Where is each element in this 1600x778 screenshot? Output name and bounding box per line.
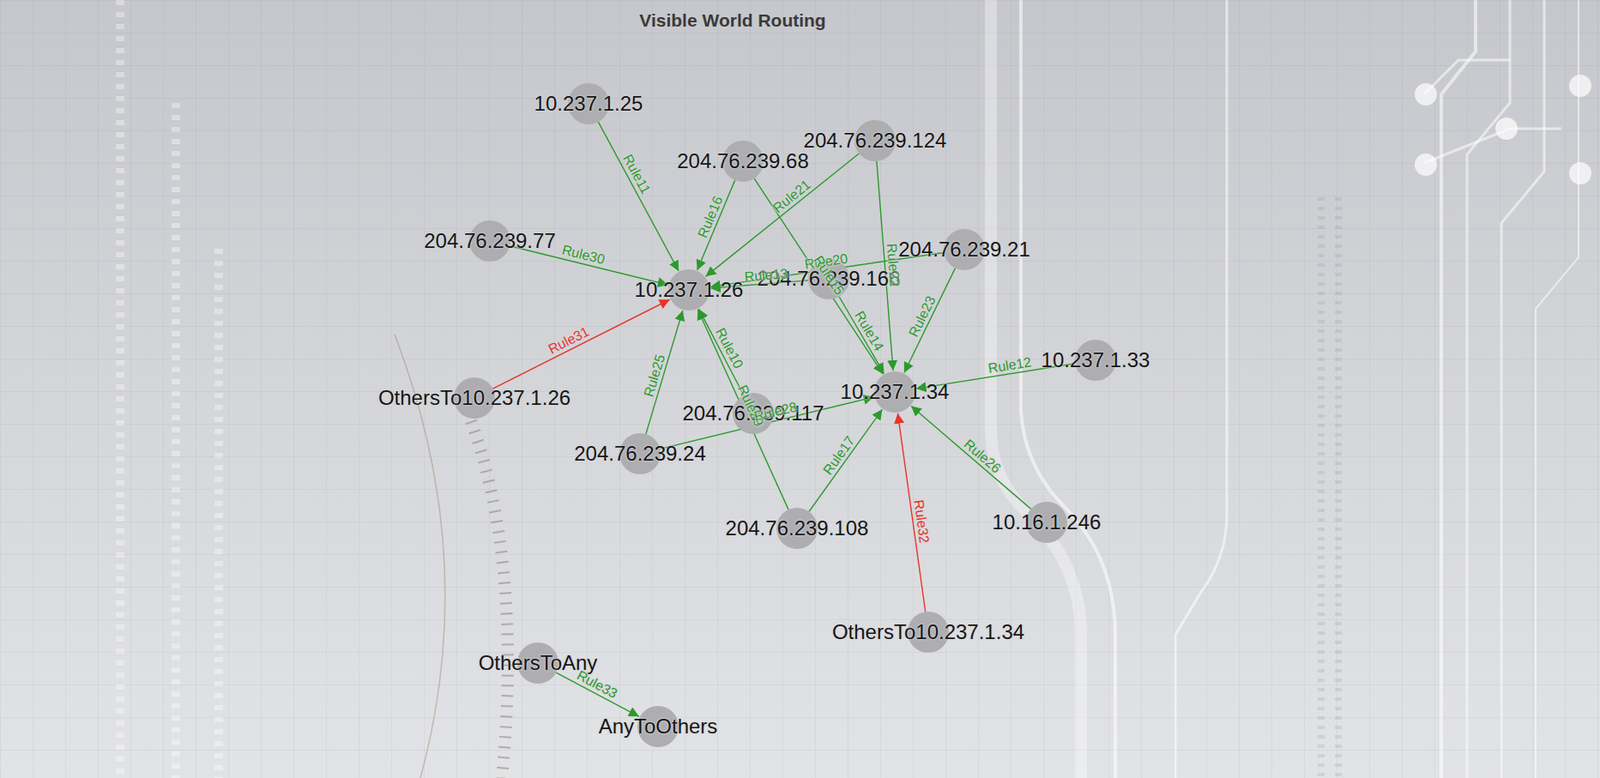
circuit-lines	[990, 0, 1579, 778]
rule-label: Rule32	[911, 498, 932, 544]
binary-columns	[120, 0, 219, 778]
route-arrow	[492, 299, 670, 389]
rule-label: Rule16	[694, 194, 726, 242]
host-node: 10.237.1.26	[634, 269, 744, 311]
rule-label: Rule26	[960, 436, 1004, 477]
route-arrow	[911, 405, 1032, 509]
host-node: 10.237.1.34	[840, 371, 950, 413]
rule-label: Rule12	[987, 354, 1033, 376]
node-label: 204.76.239.124	[803, 128, 948, 153]
route-arrow	[597, 121, 679, 272]
rule-label: Rule21	[770, 176, 815, 216]
rule-label: Rule30	[560, 242, 606, 268]
host-node: 204.76.239.124	[803, 120, 948, 162]
tick-arc	[467, 411, 508, 778]
node-label: 204.76.239.21	[898, 237, 1030, 262]
host-node: 10.237.1.33	[1041, 339, 1151, 381]
host-node: 204.76.239.108	[725, 507, 870, 550]
diagram-title: Visible World Routing	[0, 10, 1466, 31]
host-node: 10.16.1.246	[992, 501, 1102, 544]
circuit-pads	[1414, 74, 1592, 185]
host-node: 204.76.239.68	[676, 140, 809, 182]
node-label: 10.237.1.25	[534, 91, 644, 116]
rule-label: Rule23	[905, 294, 939, 340]
node-label: 10.237.1.26	[634, 277, 744, 302]
node-label: 204.76.239.77	[423, 229, 556, 254]
rule-label: Rule33	[574, 668, 621, 702]
host-node: OthersTo10.237.1.34	[832, 611, 1025, 653]
node-label: OthersTo10.237.1.26	[378, 386, 571, 411]
host-node: OthersTo10.237.1.26	[378, 377, 571, 419]
route-arrow	[904, 268, 956, 374]
host-node: 10.237.1.25	[534, 83, 644, 125]
host-node: AnyToOthers	[598, 706, 719, 748]
node-label: 10.237.1.33	[1041, 348, 1151, 373]
host-node: 204.76.239.77	[423, 220, 556, 262]
host-node: 204.76.239.21	[898, 229, 1030, 271]
node-label: 204.76.239.24	[573, 441, 706, 466]
host-node: 204.76.239.24	[573, 433, 706, 475]
node-label: 204.76.239.108	[725, 516, 870, 541]
rule-label: Rule13	[743, 265, 789, 285]
rule-label: Rule25	[640, 353, 668, 400]
rule-label: Rule14	[851, 307, 887, 354]
node-label: OthersTo10.237.1.34	[832, 620, 1025, 645]
node-label: 10.237.1.34	[840, 380, 950, 405]
rule-label: Rule17	[820, 433, 858, 477]
rule-label: Rule10	[712, 325, 746, 371]
node-label: AnyToOthers	[598, 714, 719, 739]
binary-columns-right	[1321, 197, 1339, 778]
rule-label: Rule11	[619, 151, 653, 197]
rule-label: Rule31	[545, 324, 592, 358]
node-label: 204.76.239.68	[676, 149, 809, 174]
node-label: 10.16.1.246	[992, 510, 1102, 535]
